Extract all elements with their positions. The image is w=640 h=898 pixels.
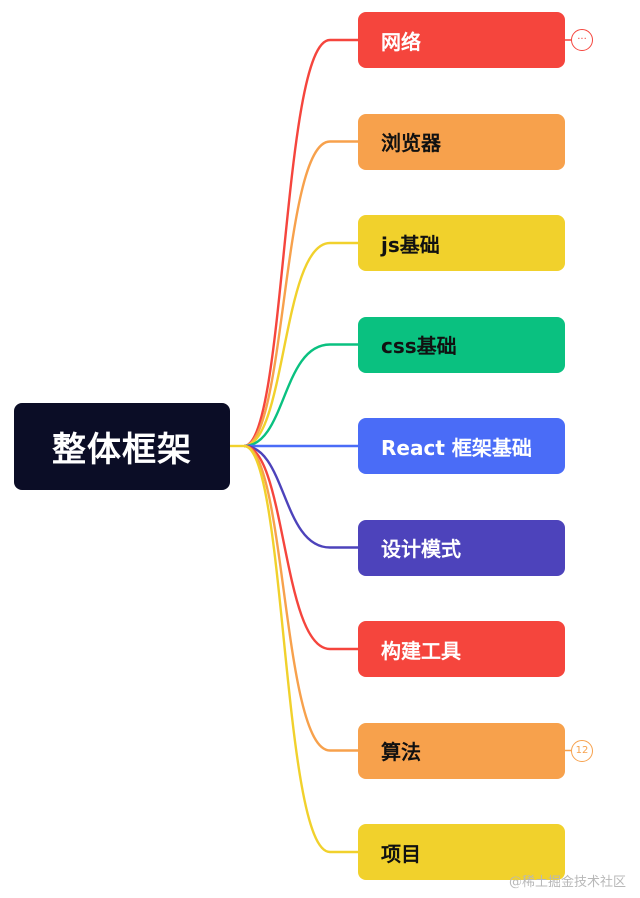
connector-9 [243, 444, 358, 854]
branch-node-label: 项目 [381, 841, 421, 866]
branch-node-label: 算法 [381, 740, 421, 764]
branch-node-9[interactable]: 项目 [358, 824, 565, 880]
connector-6 [243, 444, 358, 549]
branch-node-8[interactable]: 算法 [358, 722, 565, 779]
branch-node-4[interactable]: css基础 [358, 316, 565, 373]
watermark: @稀土掘金技术社区 [508, 875, 626, 890]
more-icon[interactable]: ··· [571, 29, 593, 51]
collapsed-count-badge[interactable]: 12 [571, 739, 593, 762]
branch-node-label: 设计模式 [381, 537, 461, 561]
branch-node-1[interactable]: 网络 [358, 12, 565, 68]
branch-node-label: React 框架基础 [381, 435, 532, 460]
connector-4 [243, 343, 358, 448]
branch-node-6[interactable]: 设计模式 [358, 519, 565, 576]
connector-8 [243, 444, 358, 752]
branch-node-2[interactable]: 浏览器 [358, 113, 565, 170]
branch-node-7[interactable]: 构建工具 [358, 621, 565, 677]
branch-node-label: 网络 [381, 29, 421, 54]
root-node[interactable]: 整体框架 [14, 403, 230, 490]
branch-node-label: css基础 [381, 334, 457, 358]
badge-text: ··· [577, 34, 587, 45]
connector-7 [243, 444, 358, 651]
root-label: 整体框架 [52, 430, 192, 470]
branch-node-5[interactable]: React 框架基础 [358, 418, 565, 474]
branch-node-3[interactable]: js基础 [358, 215, 565, 271]
connector-2 [243, 140, 358, 448]
branch-node-label: js基础 [381, 232, 440, 257]
branch-node-label: 浏览器 [381, 131, 441, 155]
badge-text: 12 [575, 744, 589, 756]
branch-node-label: 构建工具 [381, 638, 461, 663]
connector-3 [243, 241, 358, 448]
connector-1 [243, 38, 358, 448]
